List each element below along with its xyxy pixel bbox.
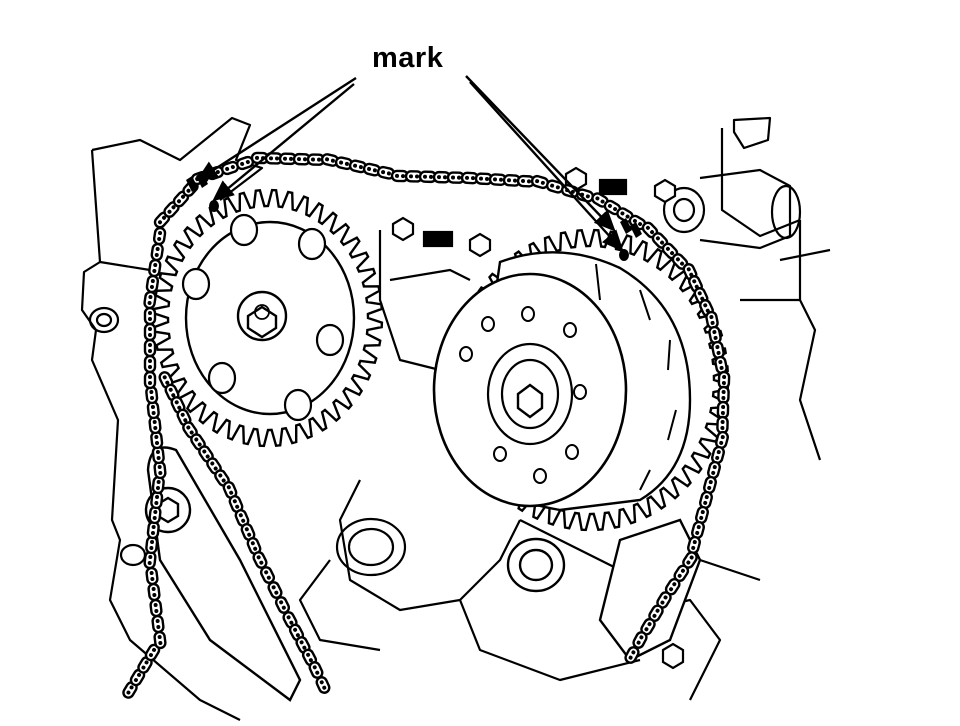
chain-link [716,400,730,420]
chain-link [308,661,324,679]
chain-link [153,630,167,650]
callout-leaders [195,75,624,252]
chain-link [320,153,340,167]
chain-link [148,505,162,525]
chain-link [143,338,157,358]
chain-link [315,676,331,694]
chain-link [488,173,508,186]
chain-link [151,614,165,634]
chain-link [711,340,725,360]
chain-link [656,591,672,609]
chain-link [362,162,382,177]
chain-link [149,598,163,618]
chain-link [145,385,159,405]
chain-link [198,445,214,463]
chain-link [150,430,164,450]
mark-callout-label: mark [372,42,444,74]
chain-link [717,370,731,390]
chain-link [145,274,160,294]
chain-tensioner [506,518,702,662]
chain-link [624,646,640,664]
chain-link [182,421,198,439]
chain-link [717,385,730,405]
chain-link [143,354,157,374]
chain-link [235,155,255,171]
chain-link [234,509,250,527]
chain-link [145,566,159,586]
chain-link [137,656,153,674]
chain-link [153,460,167,480]
chain-link [716,415,729,435]
chain-link [148,415,162,435]
chain-link [143,550,157,570]
chain-link [143,290,157,310]
chain-link [143,370,157,390]
chain-link [122,681,138,699]
chain-link [143,306,157,326]
chain-link [705,310,719,330]
chain-link [152,226,167,246]
chain-link [240,523,256,541]
chain-link [150,242,164,262]
chain-link [474,172,494,186]
chain-link [640,617,656,636]
block-bolts [391,166,685,670]
chain-link [146,520,160,540]
chain-link [214,469,230,487]
chain-link [144,643,161,662]
chain-link [292,152,312,166]
right-camshaft-sprocket-with-phaser [432,228,730,532]
chain-link [143,322,157,342]
chain-link [708,325,722,345]
chain-link [151,475,165,495]
chain-link [246,537,262,555]
chain-link [148,258,162,278]
chain-link [129,668,146,687]
chain-link [575,188,595,203]
chain-link [147,582,161,602]
left-camshaft-sprocket [152,188,384,448]
